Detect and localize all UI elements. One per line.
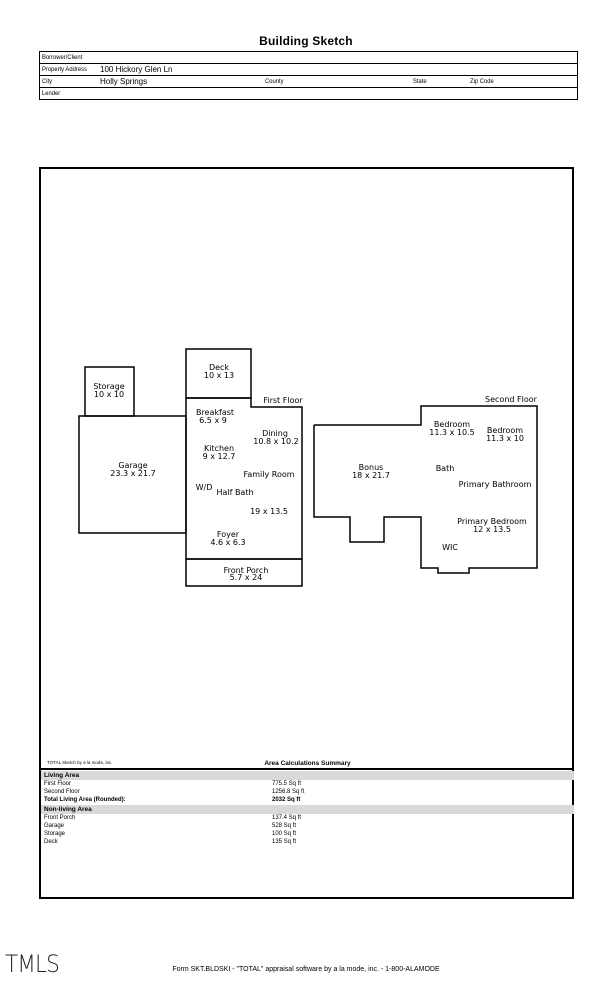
foyer-size: 4.6 x 6.3 (210, 538, 245, 547)
primary-bathroom-label: Primary Bathroom (459, 480, 532, 489)
room-labels: Storage 10 x 10 Deck 10 x 13 First Floor… (93, 363, 537, 582)
address-value: 100 Hickory Glen Ln (100, 65, 173, 74)
primary-bedroom-name: Primary Bedroom (457, 517, 527, 526)
bath-label: Bath (436, 464, 455, 473)
garage-size: 23.3 x 21.7 (110, 469, 155, 478)
area-value: 1256.8 Sq ft (272, 789, 305, 796)
storage-size: 10 x 10 (94, 390, 124, 399)
area-name: Garage (44, 822, 65, 829)
garage-name: Garage (118, 461, 147, 470)
storage-name: Storage (93, 382, 124, 391)
list-item: Garage 528 Sq ft (41, 822, 574, 830)
total-living-row: Total Living Area (Rounded): 2032 Sq ft (41, 796, 574, 804)
area-name: Second Floor (44, 789, 80, 796)
area-value: 528 Sq ft (272, 822, 297, 829)
primary-bedroom-size: 12 x 13.5 (473, 525, 511, 534)
foyer-name: Foyer (217, 530, 240, 539)
dining-name: Dining (262, 429, 288, 438)
dining-size: 10.8 x 10.2 (253, 437, 298, 446)
summary-divider (41, 768, 574, 770)
kitchen-size: 9 x 12.7 (203, 452, 236, 461)
deck-name: Deck (209, 363, 229, 372)
address-label: Property Address (42, 66, 87, 73)
sketch-frame (39, 167, 574, 899)
area-name: Storage (44, 830, 66, 837)
software-credit: TOTAL Sketch by a la mode, inc. (47, 760, 113, 765)
list-item: Deck 135 Sq ft (41, 838, 574, 846)
address-row: Property Address 100 Hickory Glen Ln (40, 64, 577, 76)
breakfast-size: 6.5 x 9 (199, 416, 227, 425)
living-area-header: Living Area (41, 771, 574, 780)
deck-size: 10 x 13 (204, 371, 234, 380)
area-value: 137.4 Sq ft (272, 814, 302, 821)
property-header-table: Borrower/Client Property Address 100 Hic… (39, 51, 578, 100)
family-room-size: 19 x 13.5 (250, 507, 288, 516)
half-bath-label: Half Bath (216, 488, 253, 497)
second-floor-outline (313, 405, 538, 574)
bedroom2-size: 11.3 x 10 (486, 434, 524, 443)
state-label: State (413, 78, 427, 85)
list-item: Front Porch 137.4 Sq ft (41, 814, 574, 822)
bonus-size: 18 x 21.7 (352, 471, 390, 480)
area-name: First Floor (44, 781, 71, 787)
area-summary: TOTAL Sketch by a la mode, inc. Area Cal… (41, 760, 574, 846)
borrower-row: Borrower/Client (40, 52, 577, 64)
bedroom1-name: Bedroom (434, 420, 470, 429)
front-porch-outline (185, 558, 303, 587)
lender-label: Lender (42, 90, 61, 97)
total-label: Total Living Area (Rounded): (44, 797, 126, 804)
county-label: County (265, 78, 284, 85)
tmls-logo: TMLS (5, 950, 60, 978)
area-value: 135 Sq ft (272, 839, 297, 846)
breakfast-name: Breakfast (196, 408, 234, 417)
second-floor-label: Second Floor (485, 395, 538, 404)
page-title: Building Sketch (259, 34, 353, 48)
borrower-label: Borrower/Client (42, 54, 83, 61)
bedroom1-size: 11.3 x 10.5 (429, 428, 474, 437)
zip-label: Zip Code (470, 78, 494, 85)
area-name: Deck (44, 839, 58, 846)
non-living-area-header: Non-living Area (41, 804, 574, 814)
front-porch-name: Front Porch (224, 566, 269, 575)
bedroom2-name: Bedroom (487, 426, 523, 435)
front-porch-size: 5.7 x 24 (230, 573, 263, 582)
list-item: Second Floor 1256.8 Sq ft (41, 788, 574, 796)
area-name: Front Porch (44, 814, 76, 821)
city-row: City Holly Springs County State Zip Code (40, 76, 577, 88)
first-floor-label: First Floor (263, 396, 303, 405)
area-value: 775.5 Sq ft (272, 781, 302, 787)
wic-label: WIC (442, 543, 458, 552)
kitchen-name: Kitchen (204, 444, 234, 453)
city-value: Holly Springs (100, 77, 148, 86)
list-item: First Floor 775.5 Sq ft (41, 780, 574, 788)
wd-label: W/D (196, 483, 213, 492)
family-room-name: Family Room (243, 470, 294, 479)
total-value: 2032 Sq ft (272, 797, 301, 804)
summary-title: Area Calculations Summary (264, 760, 351, 767)
list-item: Storage 100 Sq ft (41, 830, 574, 838)
bonus-name: Bonus (359, 463, 384, 472)
area-value: 100 Sq ft (272, 830, 297, 837)
city-label: City (42, 78, 53, 85)
form-footer: Form SKT.BLDSKI - "TOTAL" appraisal soft… (172, 966, 440, 973)
lender-row: Lender (40, 88, 577, 99)
